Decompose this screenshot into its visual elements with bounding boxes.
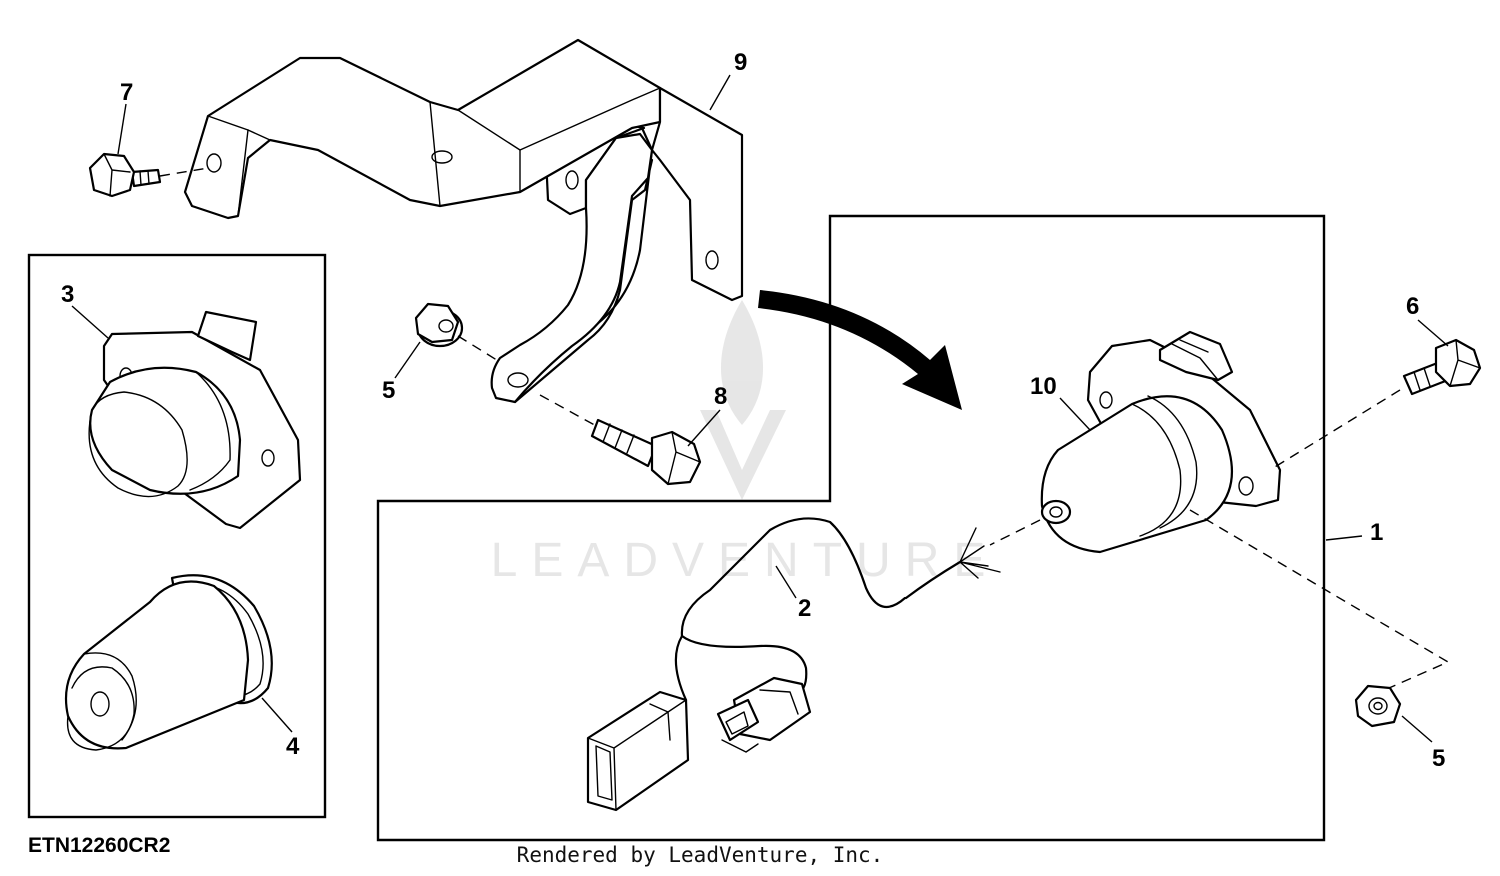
- leader-lines: [71, 74, 1449, 743]
- wiring-harness-2: [586, 517, 1001, 812]
- callout-1: 1: [1370, 519, 1383, 546]
- callout-8: 8: [714, 383, 727, 410]
- dash-line-2: [989, 519, 1041, 546]
- dash-line-6: [1269, 389, 1401, 471]
- callout-10: 10: [1030, 373, 1057, 400]
- leadventure-logo-icon: [700, 300, 786, 500]
- inset-frame-alternate-parts: [27, 253, 327, 819]
- callout-4: 4: [286, 733, 300, 760]
- callout-7: 7: [120, 79, 133, 106]
- mounting-bracket: [183, 38, 744, 404]
- callout-3: 3: [61, 281, 74, 308]
- callout-5-upper: 5: [382, 377, 395, 404]
- flange-bolt-7: [88, 152, 162, 198]
- flange-nut-5-upper: [414, 302, 464, 348]
- dash-line-to-5-lower: [1189, 509, 1450, 693]
- watermark-text: LEADVENTURE: [491, 534, 1000, 587]
- socket-alternate-3: [88, 310, 302, 530]
- callout-5-lower: 5: [1432, 745, 1445, 772]
- callout-9: 9: [734, 49, 747, 76]
- callout-6: 6: [1406, 293, 1419, 320]
- dash-line-7: [159, 167, 209, 177]
- kit-frame: [376, 214, 1326, 842]
- flange-nut-5-lower: [1354, 684, 1402, 728]
- bolt-6: [1402, 338, 1482, 396]
- figure-code: ETN12260CR2: [28, 834, 171, 857]
- bolt-8: [590, 418, 702, 486]
- socket-cover-4: [64, 574, 273, 751]
- callout-2: 2: [798, 595, 811, 622]
- callouts: 1 2 3 4 5 5 6 7 8 9 10: [61, 49, 1445, 772]
- render-credit: Rendered by LeadVenture, Inc.: [516, 843, 884, 867]
- direction-arrow: [758, 290, 962, 410]
- trailer-socket-assembly-10: [1040, 330, 1282, 554]
- dash-line-5-upper-to-8: [457, 335, 601, 429]
